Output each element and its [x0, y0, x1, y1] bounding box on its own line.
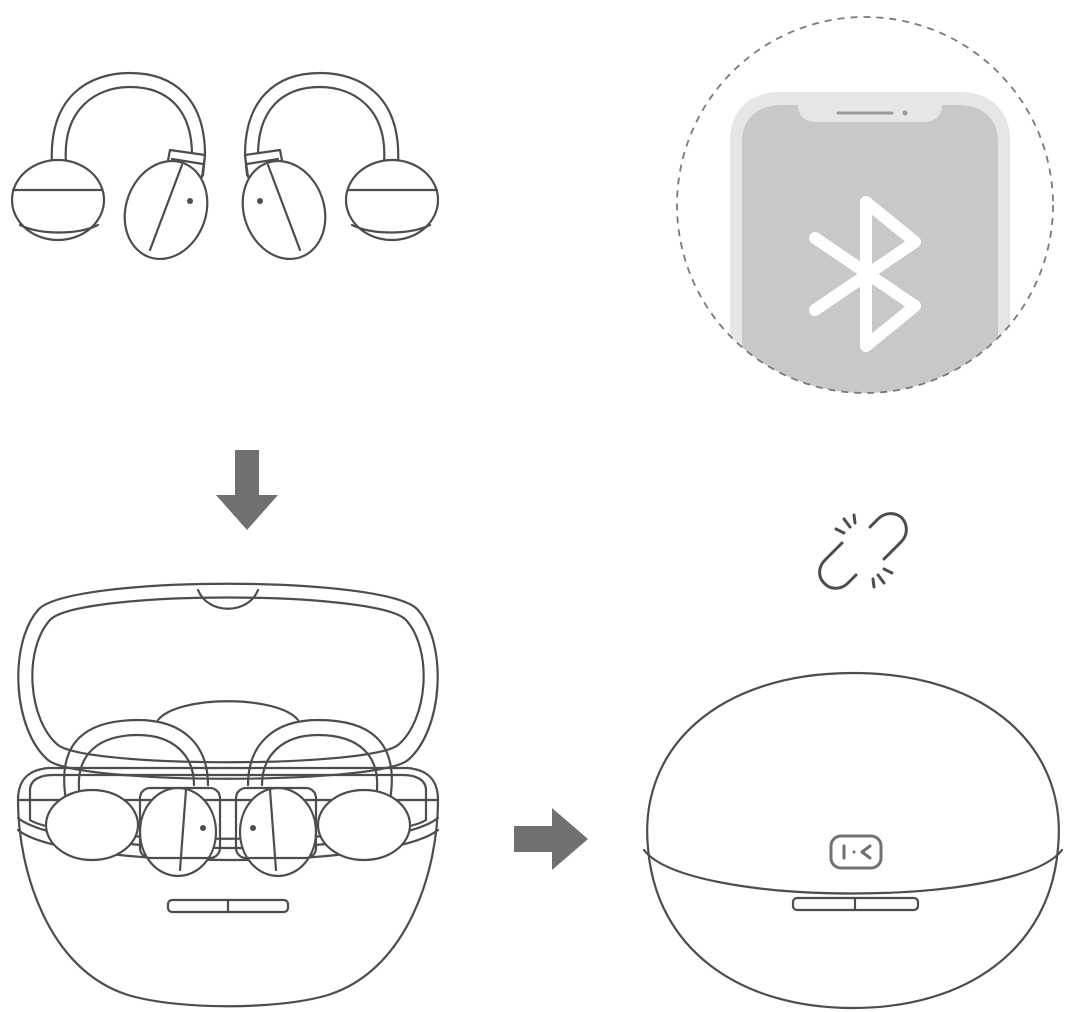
earbuds-illustration: [0, 55, 450, 285]
arrow-down-icon: [212, 450, 282, 532]
open-case-illustration: [8, 570, 448, 1010]
arrow-right-icon: [514, 806, 590, 872]
bluetooth-icon: [809, 196, 921, 352]
phone-bluetooth-illustration: [670, 10, 1060, 400]
right-earbud: [241, 71, 440, 261]
closed-case-illustration: [638, 668, 1067, 1012]
case-indicator-icon: [829, 834, 883, 870]
link-broken-icon: [818, 505, 910, 597]
left-earbud: [10, 71, 209, 261]
